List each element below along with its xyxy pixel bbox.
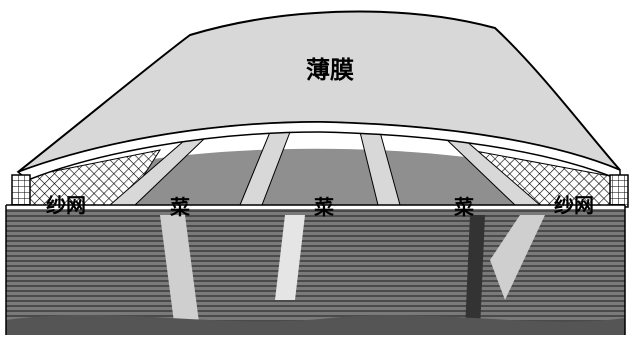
- ground: [5, 204, 626, 335]
- veg-label-1: 菜: [169, 195, 190, 219]
- net-right-label: 纱网: [554, 193, 594, 217]
- veg-label-2: 菜: [313, 195, 334, 219]
- film-label: 薄膜: [306, 56, 354, 84]
- post-left: [11, 174, 31, 208]
- net-left-label: 纱网: [46, 193, 86, 217]
- post-right: [609, 174, 629, 208]
- veg-label-3: 菜: [453, 195, 474, 219]
